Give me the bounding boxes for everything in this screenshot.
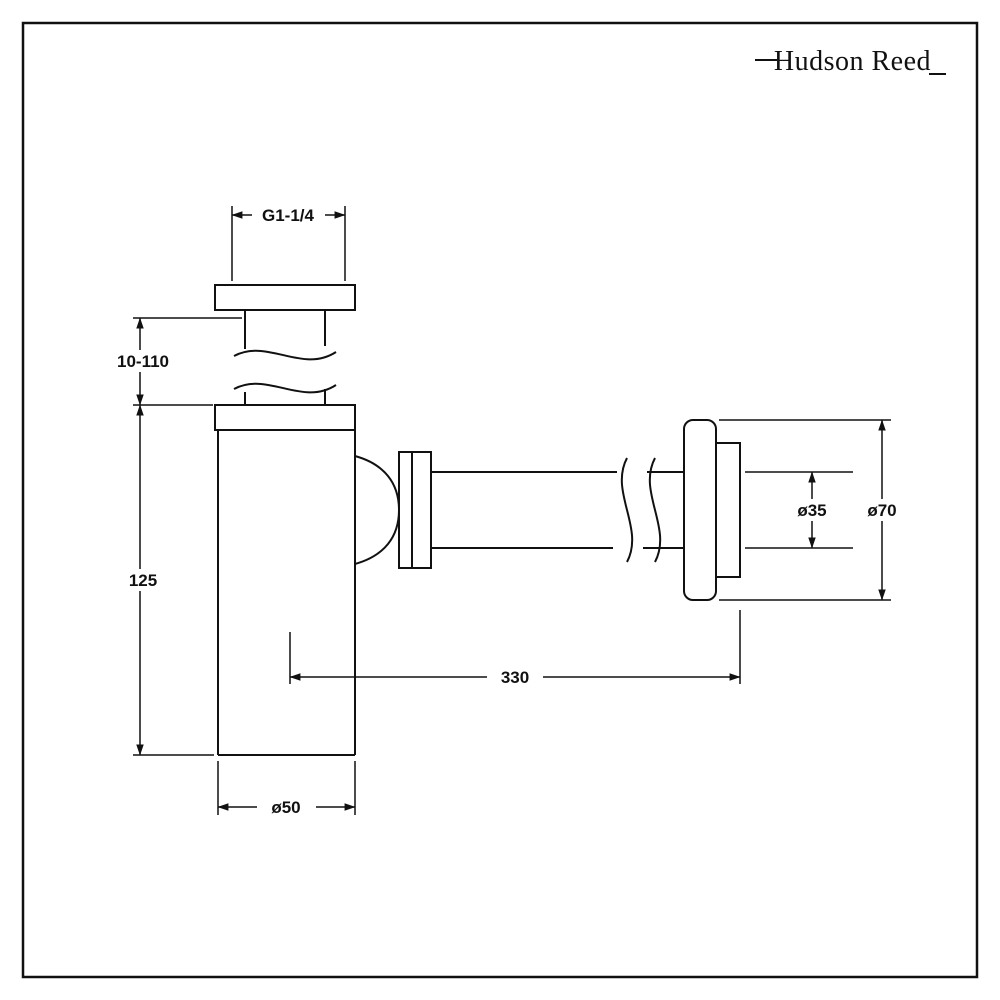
brand-name: Hudson Reed [773, 46, 931, 77]
dimensions: G1-1/4 10-110 125 ø50 330 ø35 ø70 [110, 204, 908, 818]
dim-label-wall-flange-diameter: ø70 [867, 501, 896, 520]
brand-logo: Hudson Reed [754, 46, 946, 77]
dim-label-body-height: 125 [129, 571, 157, 590]
trap-body [217, 430, 356, 756]
dim-label-inlet-thread: G1-1/4 [262, 206, 315, 225]
logo-right-line [929, 73, 946, 75]
dim-label-outlet-pipe-diameter: ø35 [797, 501, 826, 520]
inlet-flange [214, 284, 356, 311]
pipe-break-icon [233, 349, 337, 361]
wall-flange [683, 419, 741, 601]
page-border [21, 21, 979, 979]
dim-label-outlet-length: 330 [501, 668, 529, 687]
dim-label-body-diameter: ø50 [271, 798, 300, 817]
dim-label-inlet-height-range: 10-110 [117, 352, 169, 371]
trap-body-flange [214, 404, 356, 431]
logo-left-line [754, 59, 777, 76]
outlet-pipe [431, 457, 684, 563]
outlet-coupling [354, 451, 432, 569]
pipe-break-icon [233, 382, 337, 394]
pipe-break-icon [620, 457, 634, 563]
inlet-pipe [233, 310, 337, 405]
pipe-break-icon [648, 457, 662, 563]
trap-outline [214, 284, 741, 756]
